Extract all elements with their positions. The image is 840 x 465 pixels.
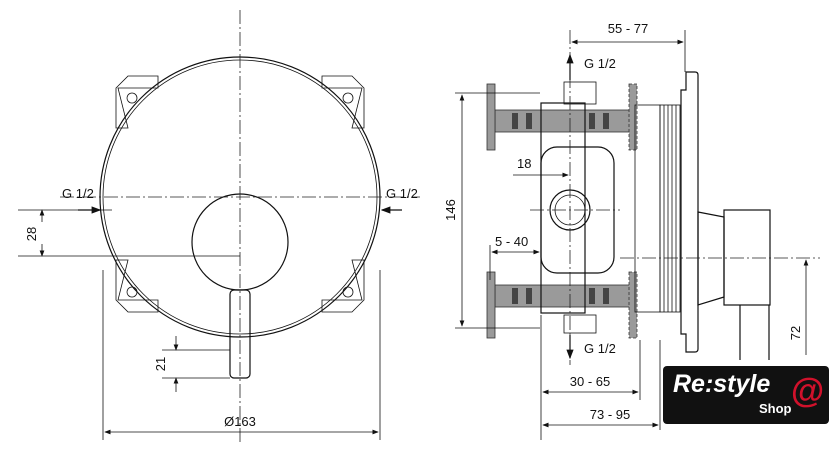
logo-subtext: Shop <box>759 401 792 416</box>
dim-55-77: 55 - 77 <box>608 21 648 36</box>
threads <box>659 104 681 313</box>
side-view: G 1/2 G 1/2 55 - 77 146 18 5 - 40 72 30 … <box>443 21 820 440</box>
logo-text: Re:style <box>673 370 771 398</box>
inlet-left-label: G 1/2 <box>62 186 94 201</box>
dim-5-40: 5 - 40 <box>495 234 528 249</box>
dim-30-65: 30 - 65 <box>570 374 610 389</box>
restyle-shop-logo: Re:style Shop @ <box>663 366 829 424</box>
cart-at-icon: @ <box>791 372 825 410</box>
front-view: 28 G 1/2 G 1/2 21 Ø163 <box>18 10 420 445</box>
dim-28: 28 <box>24 227 39 241</box>
lever <box>229 289 251 379</box>
outlet-top-label: G 1/2 <box>584 56 616 71</box>
wall-plate <box>680 71 699 353</box>
handle <box>723 209 771 306</box>
dim-146: 146 <box>443 199 458 221</box>
dim-diameter: Ø163 <box>224 414 256 429</box>
outlet-bottom-label: G 1/2 <box>584 341 616 356</box>
mounting-brackets <box>115 75 365 313</box>
dim-21: 21 <box>153 357 168 371</box>
dim-18: 18 <box>517 156 531 171</box>
inlet-right-label: G 1/2 <box>386 186 418 201</box>
dim-73-95: 73 - 95 <box>590 407 630 422</box>
dim-72: 72 <box>788 326 803 340</box>
